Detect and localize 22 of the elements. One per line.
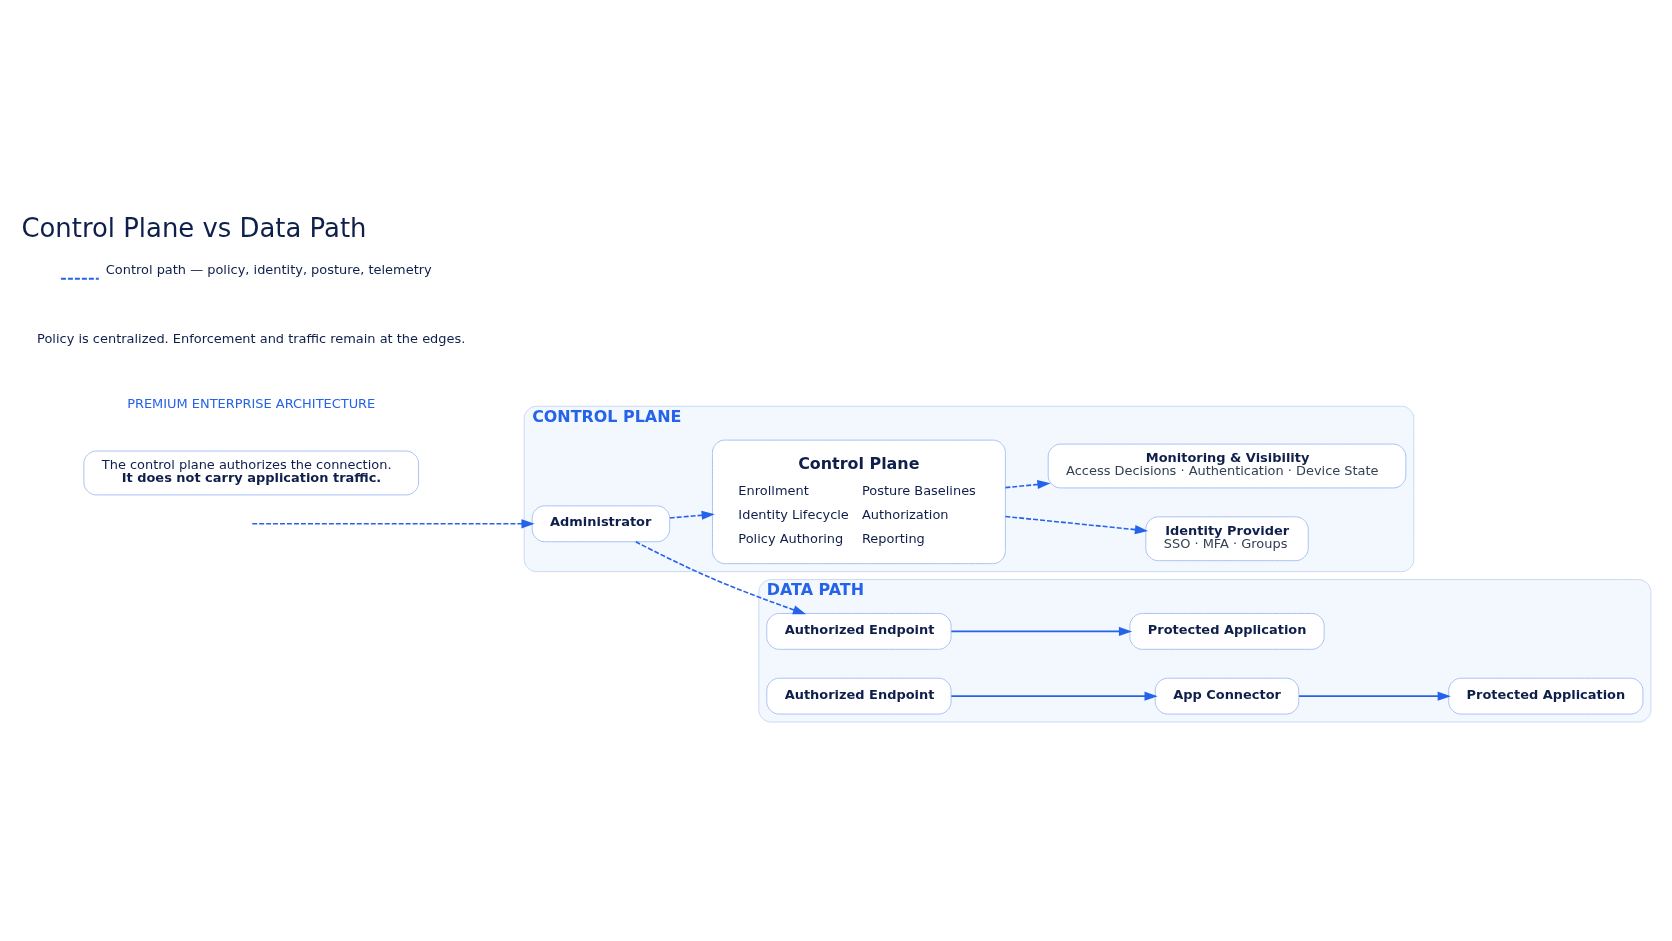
node-box: Protected Application	[1448, 677, 1644, 715]
arrow	[669, 510, 715, 520]
arrow	[635, 540, 807, 614]
arrow	[950, 626, 1133, 636]
diagram-title: Control Plane vs Data Path	[21, 212, 367, 243]
node-box: Protected Application	[1129, 612, 1325, 650]
legend-label: Control path — policy, identity, posture, telemetry	[105, 261, 432, 277]
label: Policy is centralized. Enforcement and traffic remain at the edges.	[37, 330, 466, 346]
node-box: Authorized Endpoint	[766, 612, 952, 650]
arrow	[950, 691, 1158, 701]
node-box: The control plane authorizes the connection. It does not carry application traffic.	[83, 450, 420, 495]
label: PREMIUM ENTERPRISE ARCHITECTURE	[127, 395, 376, 411]
node-box: Authorized Endpoint	[766, 677, 952, 715]
arrow	[1298, 691, 1451, 701]
arrow	[1004, 515, 1149, 534]
arrow	[251, 518, 535, 528]
node-box: Control Plane Enrollment Posture Baselines Identity Lifecycle Authorization Policy Authoring Reporting	[711, 439, 1006, 564]
node-box: Administrator	[531, 504, 671, 542]
node-box: Identity Provider SSO · MFA · Groups	[1145, 515, 1309, 561]
node-box: App Connector	[1154, 677, 1300, 715]
arrow	[1004, 479, 1051, 489]
node-box: Monitoring & Visibility Access Decisions · Authentication · Device State	[1047, 443, 1407, 488]
